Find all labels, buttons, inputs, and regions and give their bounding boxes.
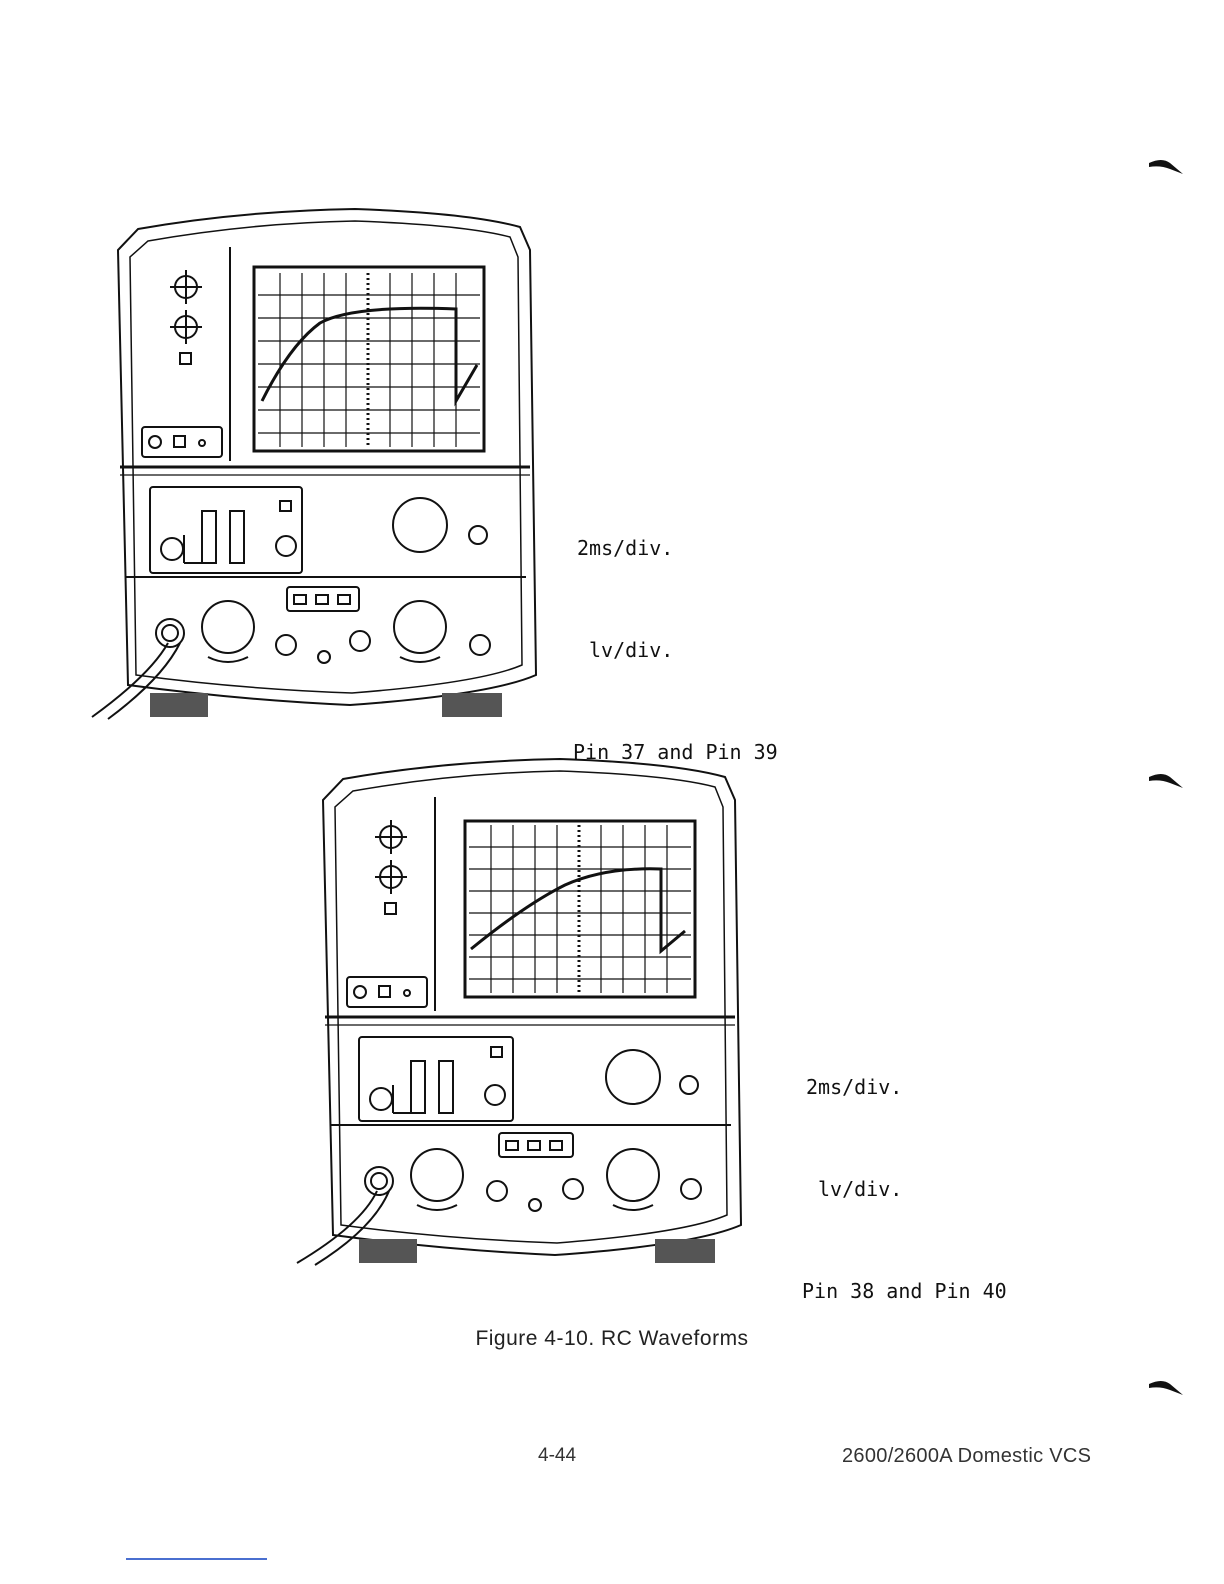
oscilloscope-illustration-1	[90, 205, 540, 720]
edge-mark-bottom	[1148, 1378, 1184, 1396]
scope-settings-1: 2ms/div. lv/div. Pin 37 and Pin 39	[577, 463, 778, 803]
time-base-label: 2ms/div.	[806, 1070, 1007, 1104]
bottom-rule	[126, 1558, 267, 1560]
document-title: 2600/2600A Domestic VCS	[842, 1445, 1091, 1468]
volts-per-div-label: lv/div.	[577, 633, 778, 667]
time-base-label: 2ms/div.	[577, 531, 778, 565]
pins-label: Pin 38 and Pin 40	[802, 1274, 1007, 1308]
page-number: 4-44	[538, 1445, 576, 1467]
oscilloscope-illustration-2	[295, 755, 745, 1270]
volts-per-div-label: lv/div.	[806, 1172, 1007, 1206]
edge-mark-middle	[1148, 771, 1184, 789]
edge-mark-top	[1148, 157, 1184, 175]
figure-caption: Figure 4-10. RC Waveforms	[0, 1327, 1224, 1351]
scope-settings-2: 2ms/div. lv/div. Pin 38 and Pin 40	[806, 1002, 1007, 1342]
